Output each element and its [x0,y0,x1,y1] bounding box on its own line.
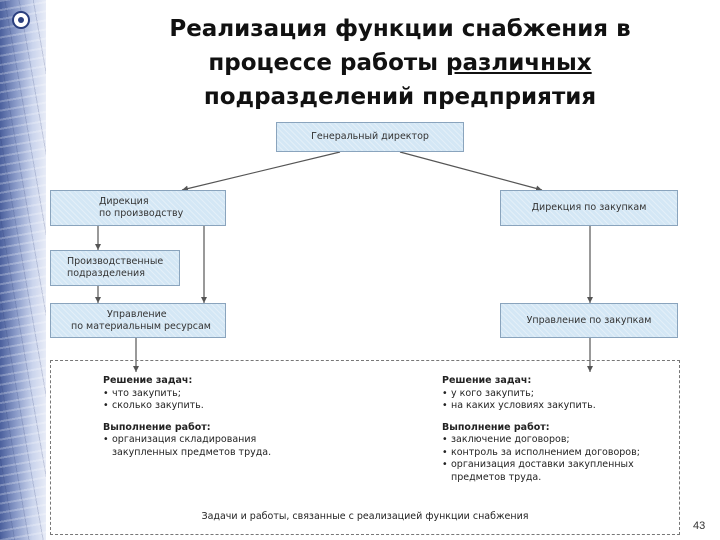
procurement-directorate-label: Дирекция по закупкам [531,202,647,213]
general-director-box: Генеральный директор [276,122,464,152]
material-resources-line-1: Управление [107,308,167,320]
procurement-dept-box: Управление по закупкам [500,303,678,338]
production-units-line-1: Производственные [67,256,164,267]
page-number: 43 [693,520,706,532]
right-tasks-list-1: у кого закупить; на каких условиях закуп… [442,388,672,413]
right-tasks: Решение задач: у кого закупить; на каких… [442,375,672,484]
title-line-1: Реализация функции снабжения в [169,16,631,42]
left-tasks-heading-1: Решение задач: [103,375,193,386]
list-item: заключение договоров; [442,434,672,447]
general-director-label: Генеральный директор [311,131,429,142]
tasks-frame [50,360,680,535]
left-tasks: Решение задач: что закупить; сколько зак… [103,375,323,459]
production-units-line-2: подразделения [67,268,145,279]
arrow-director-to-production [181,151,341,192]
production-units-box: Производственные подразделения [50,250,180,286]
procurement-dept-label: Управление по закупкам [526,314,652,326]
decorative-sidebar [0,0,46,540]
material-resources-line-2: по материальным ресурсам [71,320,211,332]
production-directorate-label: Дирекция по производству [99,196,183,220]
title-line-2-prefix: процессе работы [208,50,447,76]
production-directorate-box: Дирекция по производству [50,190,226,226]
list-item: на каких условиях закупить. [442,400,672,413]
left-tasks-list-2: организация складирования закупленных пр… [103,434,323,459]
production-directorate-line-1: Дирекция [99,196,149,207]
material-resources-box: Управление по материальным ресурсам [50,303,226,338]
production-units-label: Производственные подразделения [67,256,163,280]
list-item: у кого закупить; [442,388,672,401]
sidebar-pattern [0,0,46,540]
list-item: сколько закупить. [103,400,323,413]
procurement-directorate-box: Дирекция по закупкам [500,190,678,226]
bullet-circle-icon [12,11,30,29]
left-tasks-list-1: что закупить; сколько закупить. [103,388,323,413]
right-tasks-heading-1: Решение задач: [442,375,532,386]
left-tasks-heading-2: Выполнение работ: [103,421,211,433]
title-line-2: процессе работы различных [100,46,700,80]
list-item: организация складирования закупленных пр… [103,434,287,459]
right-tasks-list-2: заключение договоров; контроль за исполн… [442,434,672,484]
title-line-3: подразделений предприятия [203,84,597,110]
diagram-caption: Задачи и работы, связанные с реализацией… [201,511,529,522]
list-item: организация доставки закупленных предмет… [442,459,636,484]
title-line-2-underlined: различных [446,50,592,76]
right-tasks-heading-2: Выполнение работ: [442,421,550,433]
material-resources-label: Управление по материальным ресурсам [71,309,211,333]
arrow-director-to-procurement [399,151,543,192]
list-item: что закупить; [103,388,323,401]
production-directorate-line-2: по производству [99,208,184,219]
list-item: контроль за исполнением договоров; [442,447,672,460]
slide-title: Реализация функции снабжения в процессе … [100,12,700,114]
